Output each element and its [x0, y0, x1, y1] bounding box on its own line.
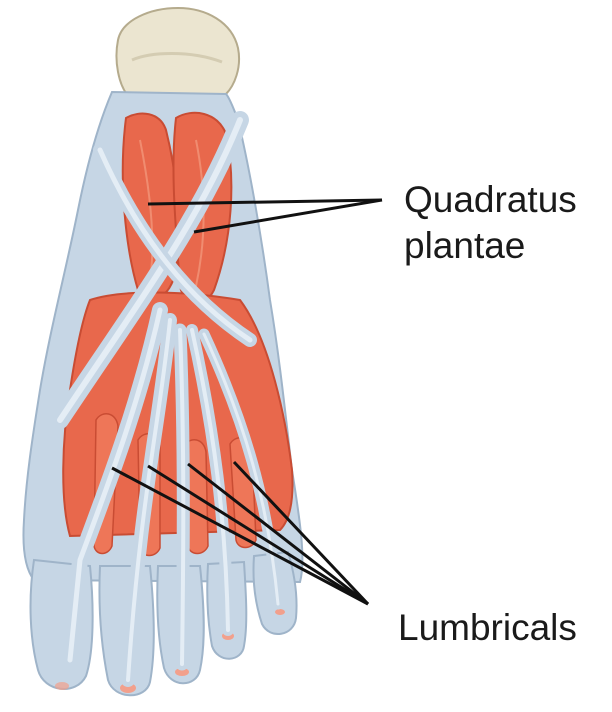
- label-lumbricals: Lumbricals: [398, 607, 577, 648]
- label-quadratus-line1: Quadratus: [404, 179, 577, 220]
- calcaneus-bone: [117, 8, 240, 98]
- label-quadratus-line2: plantae: [404, 225, 525, 266]
